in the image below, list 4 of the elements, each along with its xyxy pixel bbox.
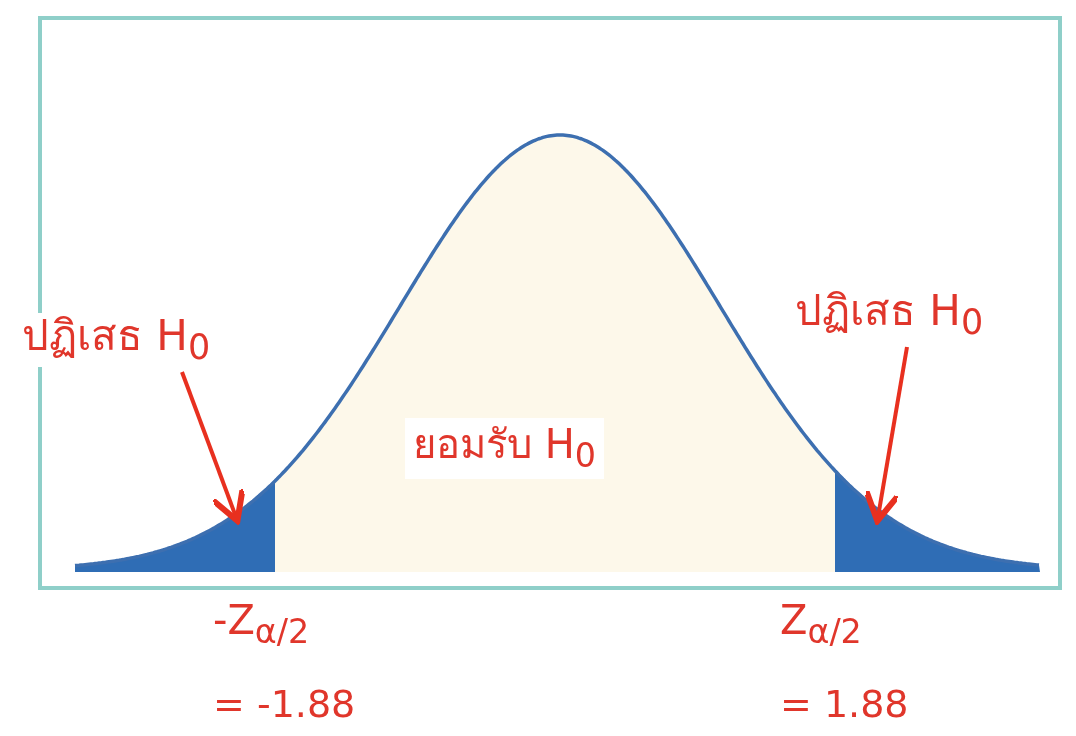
rejection-label: ปฏิเสธ H$_{0}$ [22,313,211,367]
arrow [180,371,246,524]
arrow [863,346,909,524]
region-label: ยอมรับ H$_{0}$ [405,418,604,479]
